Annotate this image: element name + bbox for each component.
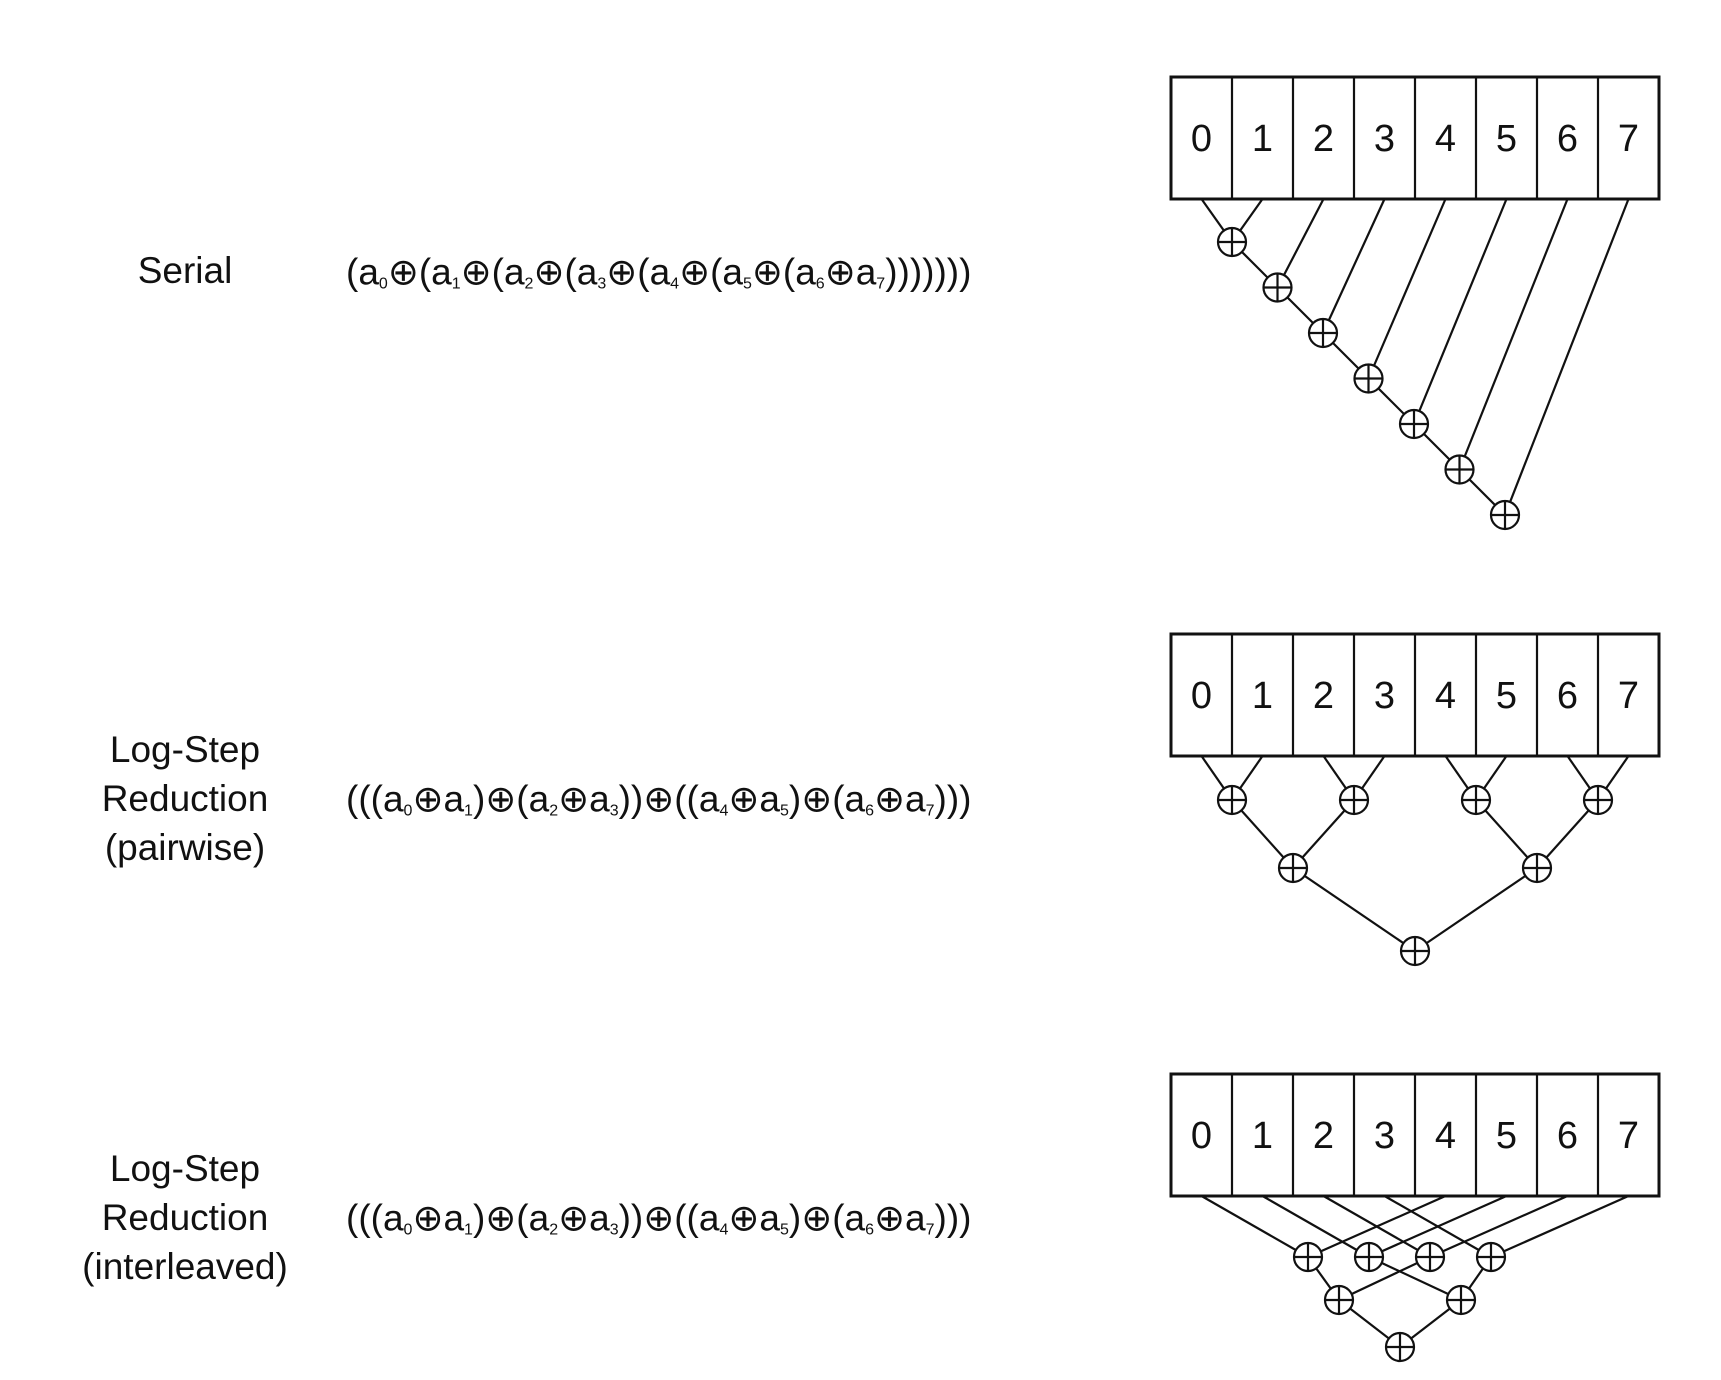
cell-label: 7	[1618, 1115, 1639, 1157]
pairwise-label: Log-Step Reduction (pairwise)	[55, 725, 315, 872]
cell-label: 1	[1252, 118, 1273, 160]
pairwise-expression: (((a0⊕a1)⊕(a2⊕a3))⊕((a4⊕a5)⊕(a6⊕a7)))	[346, 778, 972, 820]
label-line: Log-Step	[109, 729, 261, 770]
connector-line	[1292, 867, 1416, 952]
cell-label: 4	[1435, 118, 1456, 160]
connector-line	[1412, 198, 1508, 425]
connector-line	[1292, 799, 1355, 869]
connector-line	[1200, 1195, 1309, 1258]
cell-label: 2	[1313, 118, 1334, 160]
connector-line	[1490, 1194, 1629, 1259]
cell-label: 2	[1313, 1115, 1334, 1157]
connector-line	[1231, 799, 1294, 869]
connector-line	[1368, 1256, 1462, 1301]
connector-line	[1367, 198, 1447, 379]
label-line: Log-Step	[109, 1148, 261, 1189]
label-line: (interleaved)	[82, 1246, 288, 1287]
connector-line	[1414, 867, 1538, 952]
interleaved-label: Log-Step Reduction (interleaved)	[55, 1144, 315, 1291]
cell-label: 3	[1374, 1115, 1395, 1157]
connector-line	[1503, 198, 1630, 516]
connector-line	[1338, 1256, 1431, 1301]
cell-label: 4	[1435, 1115, 1456, 1157]
cell-label: 6	[1557, 118, 1578, 160]
cell-label: 1	[1252, 1115, 1273, 1157]
cell-label: 3	[1374, 118, 1395, 160]
cell-label: 1	[1252, 675, 1273, 717]
cell-label: 7	[1618, 675, 1639, 717]
cell-label: 5	[1496, 118, 1517, 160]
label-line: Reduction	[101, 1197, 269, 1238]
cell-label: 5	[1496, 675, 1517, 717]
serial-label: Serial	[55, 246, 315, 295]
cell-label: 6	[1557, 675, 1578, 717]
connector-line	[1276, 198, 1325, 289]
connector-line	[1536, 799, 1599, 869]
serial-expression: (a0⊕(a1⊕(a2⊕(a3⊕(a4⊕(a5⊕(a6⊕a7)))))))	[346, 251, 972, 293]
cell-label: 2	[1313, 675, 1334, 717]
cell-label: 5	[1496, 1115, 1517, 1157]
cell-label: 0	[1191, 118, 1212, 160]
cell-label: 7	[1618, 118, 1639, 160]
label-line: Reduction	[101, 778, 269, 819]
label-line: Serial	[137, 250, 233, 291]
cell-label: 0	[1191, 1115, 1212, 1157]
connector-line	[1475, 799, 1538, 869]
connector-line	[1429, 1194, 1568, 1259]
connector-line	[1322, 198, 1386, 334]
connector-line	[1383, 1195, 1492, 1258]
connector-line	[1322, 1195, 1431, 1258]
interleaved-expression: (((a0⊕a1)⊕(a2⊕a3))⊕((a4⊕a5)⊕(a6⊕a7)))	[346, 1197, 972, 1239]
connector-line	[1458, 198, 1569, 470]
connector-line	[1261, 1195, 1370, 1258]
label-line: (pairwise)	[104, 827, 266, 868]
cell-label: 3	[1374, 675, 1395, 717]
cell-label: 6	[1557, 1115, 1578, 1157]
cell-label: 4	[1435, 675, 1456, 717]
cell-label: 0	[1191, 675, 1212, 717]
